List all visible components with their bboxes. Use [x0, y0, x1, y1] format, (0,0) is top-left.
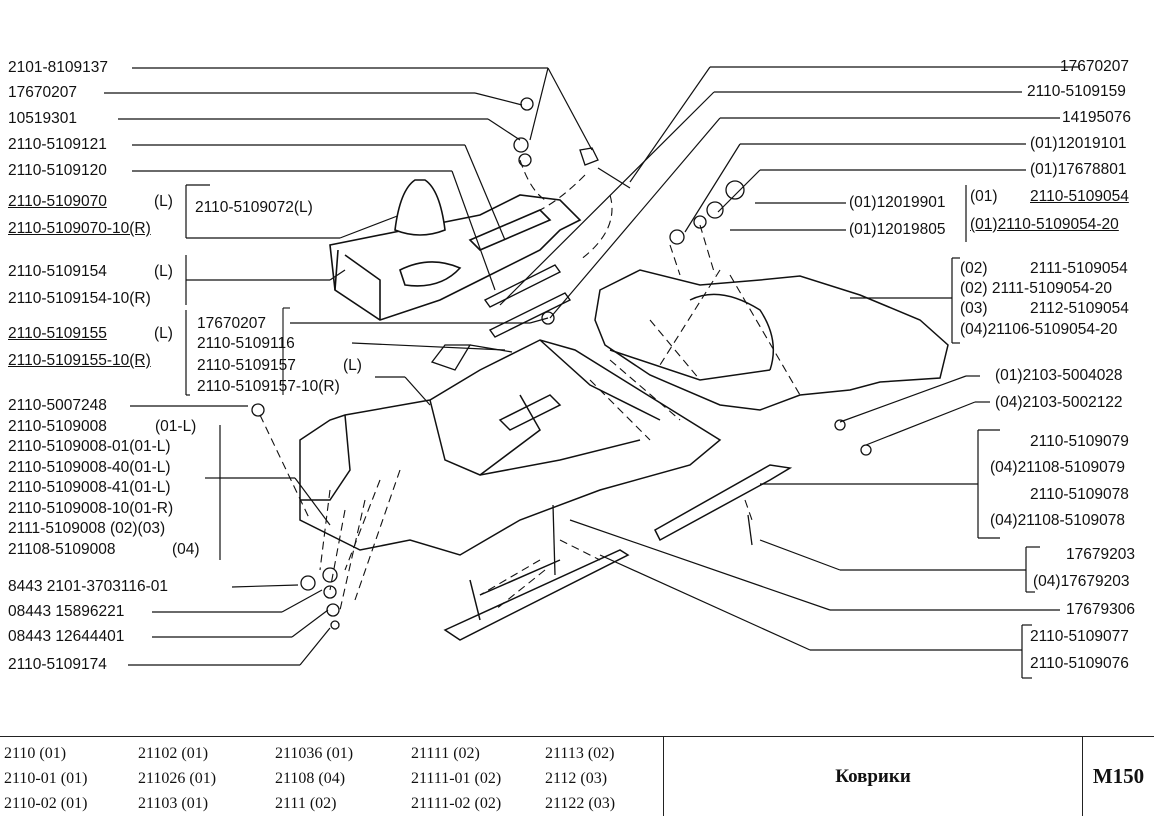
part-label: (01)12019101	[1030, 135, 1127, 152]
part-label: (04)2103-5002122	[995, 394, 1123, 411]
part-label: 2110-5109155-10(R)	[8, 352, 151, 369]
model-cell: 21103 (01)	[138, 795, 209, 812]
model-column: 211036 (01) 21108 (04) 2111 (02)	[275, 741, 353, 816]
part-label: 17670207	[197, 315, 266, 332]
model-cell: 211026 (01)	[138, 770, 217, 787]
side-trim-right	[654, 464, 793, 542]
model-cell: 21122 (03)	[545, 795, 616, 812]
part-label: 2110-5109154	[8, 263, 107, 280]
part-label: 21108-5109008	[8, 541, 116, 558]
model-column: 21111 (02) 21111-01 (02) 21111-02 (02)	[411, 741, 501, 816]
part-label: 2110-5109154-10(R)	[8, 290, 151, 307]
part-label: 2110-5109157	[197, 357, 296, 374]
part-label: 2110-5109008-41(01-L)	[8, 479, 171, 496]
part-label: 2110-5109008	[8, 418, 107, 435]
model-column: 21102 (01) 211026 (01) 21103 (01)	[138, 741, 216, 816]
assembly-dash-lines	[259, 159, 801, 611]
model-cell: 2110 (01)	[4, 745, 67, 762]
part-label-side: (01-L)	[155, 418, 197, 435]
part-label: 2110-5109008-40(01-L)	[8, 459, 171, 476]
part-label: 2101-8109137	[8, 59, 108, 76]
part-label: 2111-5109008 (02)(03)	[8, 520, 166, 537]
parts-diagram: 2101-8109137 17670207 10519301 2110-5109…	[8, 58, 1135, 679]
leader-lines-left	[104, 67, 593, 666]
part-label: 2112-5109054	[1030, 300, 1129, 317]
part-label: 17679306	[1066, 601, 1135, 618]
title-block: 2110 (01) 2110-01 (01) 2110-02 (01) 2110…	[0, 736, 1154, 816]
model-cell: 2110-02 (01)	[4, 795, 88, 812]
part-label: 2110-5109120	[8, 162, 107, 179]
part-label: (01)12019805	[849, 221, 946, 238]
part-label: (03)	[960, 300, 988, 317]
part-label: 2110-5109157-10(R)	[197, 378, 340, 395]
console-rails	[483, 264, 572, 338]
part-label: (01)17678801	[1030, 161, 1127, 178]
part-label: (02)	[960, 260, 988, 277]
part-label-side: (L)	[154, 263, 173, 280]
part-label: 2110-5109155	[8, 325, 107, 342]
part-label: 2110-5109159	[1027, 83, 1126, 100]
part-label: 2111-5109054	[1030, 260, 1128, 277]
part-label: (01)2110-5109054-20	[970, 216, 1119, 233]
fasteners	[251, 97, 872, 630]
model-cell: 21102 (01)	[138, 745, 209, 762]
model-cell: 2112 (03)	[545, 770, 608, 787]
model-cell: 21111-01 (02)	[411, 770, 502, 787]
diagram-drawing	[104, 66, 1080, 679]
part-label: (04)21108-5109078	[990, 512, 1126, 529]
part-label: 2110-5109078	[1030, 486, 1129, 503]
part-label: 2110-5109076	[1030, 655, 1129, 672]
center-console	[329, 179, 582, 321]
part-label: 2110-5109008-10(01-R)	[8, 500, 174, 517]
sheet-code: M150	[1092, 764, 1145, 788]
model-column: 21113 (02) 2112 (03) 21122 (03)	[545, 741, 615, 816]
part-label: 2110-5109070-10(R)	[8, 220, 151, 237]
part-label: (01)	[970, 188, 998, 205]
part-label: (04)21108-5109079	[990, 459, 1126, 476]
part-label: (02) 2111-5109054-20	[960, 280, 1112, 297]
part-label: 2110-5109121	[8, 136, 107, 153]
side-trim-front	[443, 549, 630, 641]
part-label: 17670207	[1060, 58, 1129, 75]
part-label: 8443 2101-3703116-01	[8, 578, 169, 595]
part-label: (04)17679203	[1033, 573, 1130, 590]
floor-carpet	[299, 339, 722, 556]
model-cell: 211036 (01)	[275, 745, 354, 762]
model-applicability-table: 2110 (01) 2110-01 (01) 2110-02 (01) 2110…	[0, 737, 664, 816]
sheet-title: Коврики	[664, 737, 1083, 816]
part-label: 17670207	[8, 84, 77, 101]
part-label-side: (L)	[154, 325, 173, 342]
part-label: 2110-5109077	[1030, 628, 1129, 645]
model-column: 2110 (01) 2110-01 (01) 2110-02 (01)	[4, 741, 87, 816]
part-label: 10519301	[8, 110, 77, 127]
part-label-side: (04)	[172, 541, 200, 558]
label-bracket-lines	[282, 307, 290, 395]
part-label: (04)21106-5109054-20	[960, 321, 1118, 338]
part-label: 2110-5109072(L)	[195, 199, 313, 216]
part-label: 2110-5109116	[197, 335, 295, 352]
part-label: 2110-5007248	[8, 397, 107, 414]
part-label: 08443 15896221	[8, 603, 125, 620]
part-label: 2110-5109079	[1030, 433, 1129, 450]
part-label: 17679203	[1066, 546, 1135, 563]
part-label: 2110-5109070	[8, 193, 107, 210]
rear-carpet	[594, 269, 949, 411]
model-cell: 21111 (02)	[411, 745, 480, 762]
model-cell: 21113 (02)	[545, 745, 615, 762]
part-label: 08443 12644401	[8, 628, 125, 645]
part-label: (01)2103-5004028	[995, 367, 1123, 384]
part-label-side: (L)	[154, 193, 173, 210]
model-cell: 21108 (04)	[275, 770, 346, 787]
part-label: 2110-5109008-01(01-L)	[8, 438, 171, 455]
part-label: 2110-5109054	[1030, 188, 1129, 205]
model-cell: 2111 (02)	[275, 795, 337, 812]
part-label: 14195076	[1062, 109, 1131, 126]
model-cell: 2110-01 (01)	[4, 770, 88, 787]
leader-lines-right	[499, 66, 1080, 679]
part-label: (01)12019901	[849, 194, 946, 211]
part-label: 2110-5109174	[8, 656, 107, 673]
model-cell: 21111-02 (02)	[411, 795, 502, 812]
part-label-side: (L)	[343, 357, 362, 374]
